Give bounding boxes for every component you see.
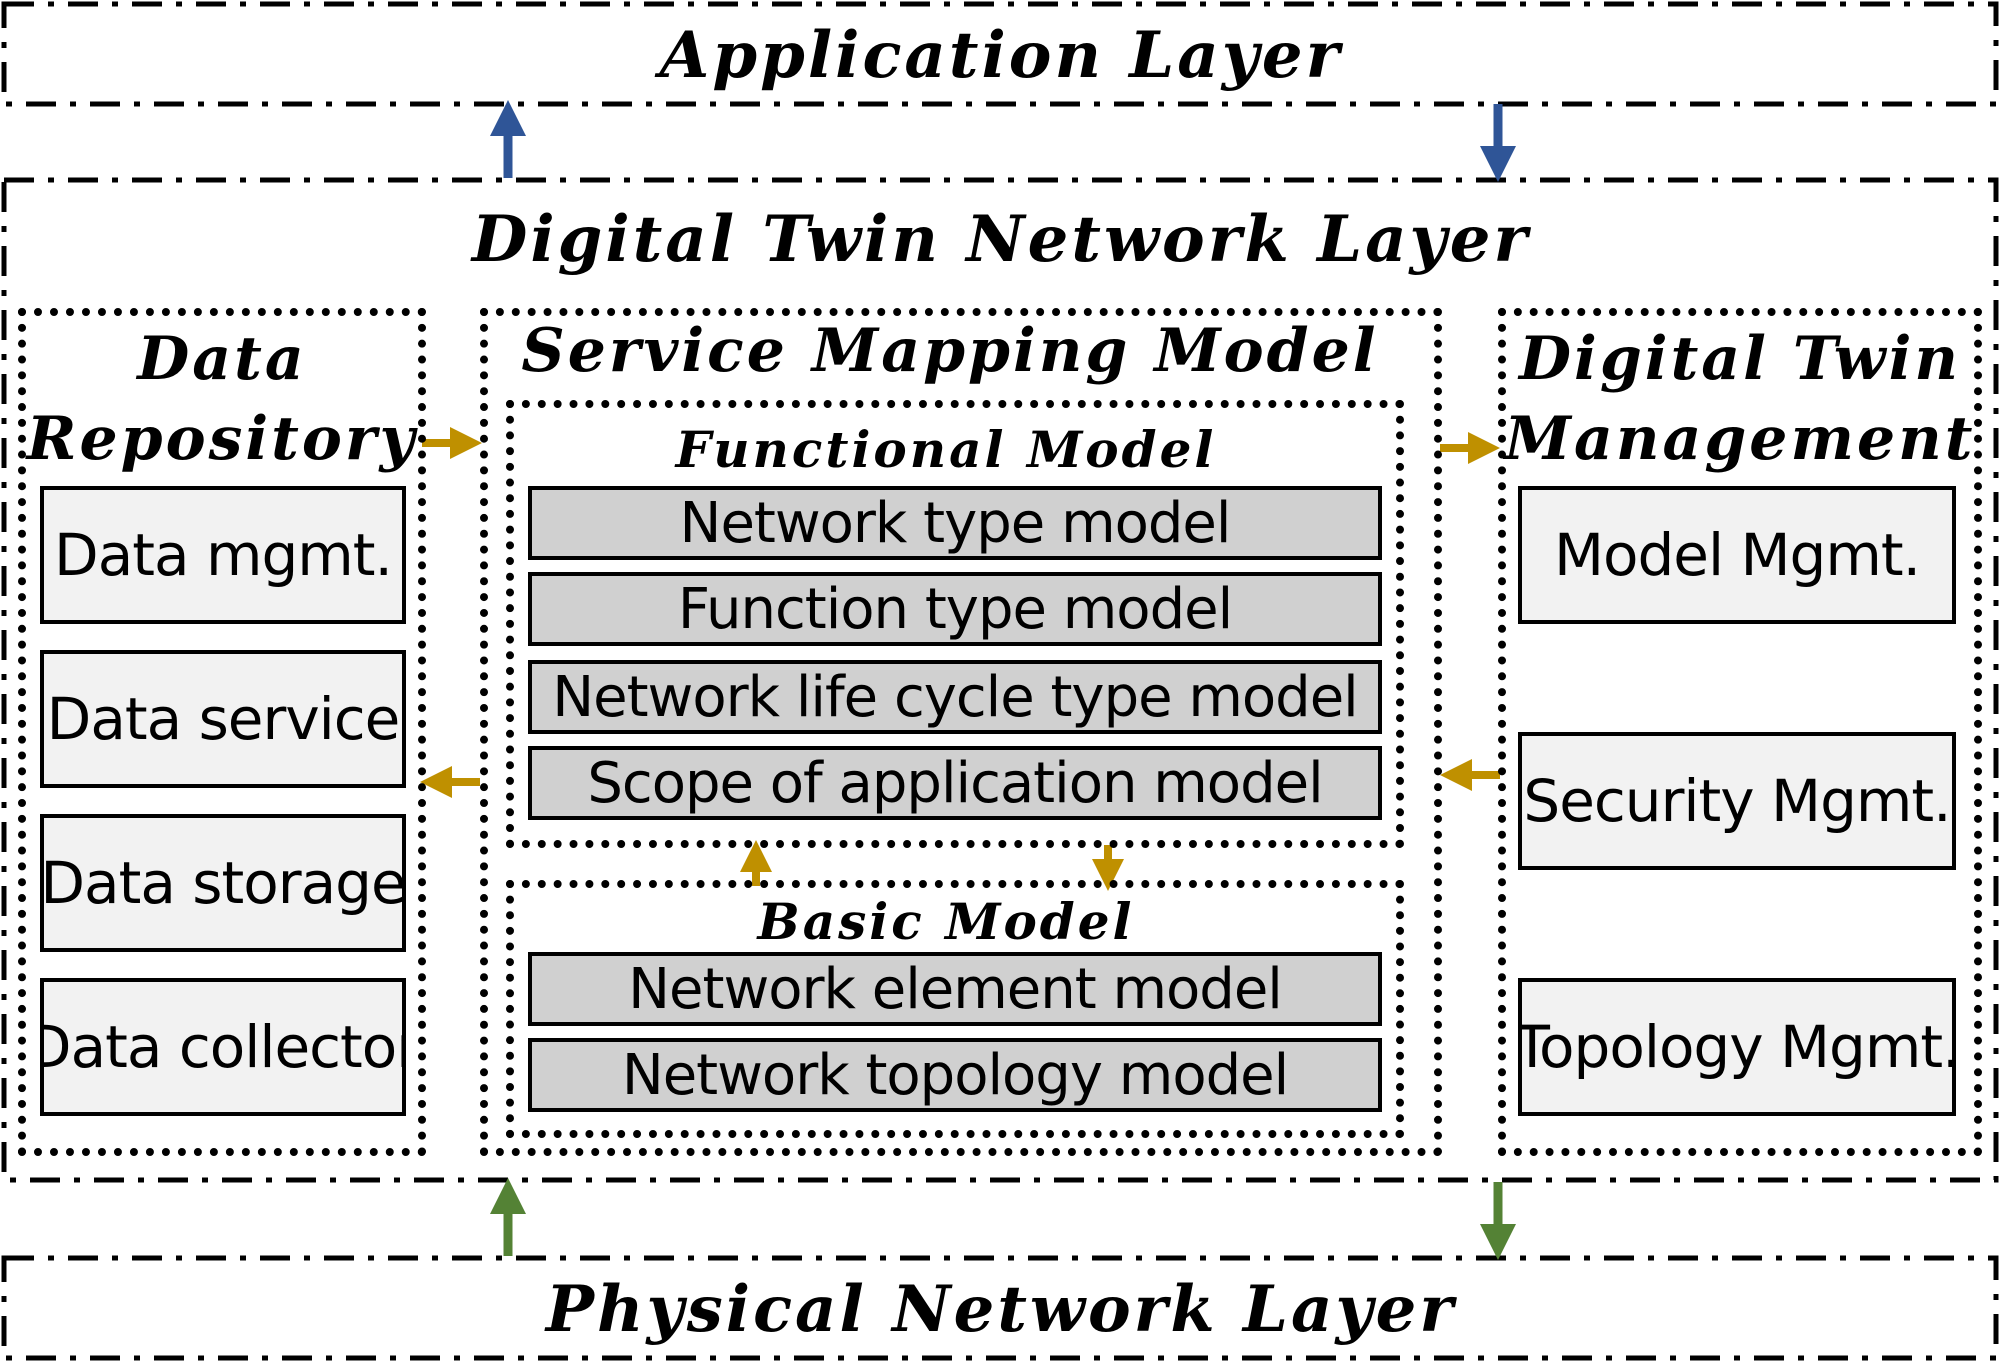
model-mgmt-box: Model Mgmt.: [1518, 486, 1956, 624]
application-layer-frame: [1, 1, 1999, 107]
network-type-model-box: Network type model: [528, 486, 1382, 560]
data-collector-box: Data collector: [40, 978, 406, 1116]
function-type-model-box: Function type model: [528, 572, 1382, 646]
scope-of-application-model-box: Scope of application model: [528, 746, 1382, 820]
data-storage-box: Data storage: [40, 814, 406, 952]
security-mgmt-box: Security Mgmt.: [1518, 732, 1956, 870]
digital-twin-network-layer-title: Digital Twin Network Layer: [471, 202, 1531, 277]
functional-model-title: Functional Model: [675, 420, 1217, 479]
data-service-box: Data service: [40, 650, 406, 788]
physical-network-layer-title: Physical Network Layer: [545, 1272, 1457, 1347]
physical-network-layer-frame: [1, 1255, 1999, 1361]
network-life-cycle-type-model-box: Network life cycle type model: [528, 660, 1382, 734]
data-repository-title-line2: Repository: [26, 404, 418, 474]
digital-twin-management-title-line2: Management: [1504, 404, 1976, 474]
network-topology-model-box: Network topology model: [528, 1038, 1382, 1112]
service-mapping-model-title: Service Mapping Model: [521, 316, 1379, 386]
network-element-model-box: Network element model: [528, 952, 1382, 1026]
basic-model-title: Basic Model: [757, 892, 1135, 951]
application-layer-title: Application Layer: [659, 18, 1343, 93]
basic-model-panel: [506, 880, 1404, 1138]
digital-twin-management-panel: [1498, 308, 1982, 1156]
functional-model-panel: [506, 400, 1404, 848]
data-mgmt-box: Data mgmt.: [40, 486, 406, 624]
digital-twin-network-layer-frame: [1, 177, 1999, 1183]
data-repository-panel: [18, 308, 426, 1156]
topology-mgmt-box: Topology Mgmt.: [1518, 978, 1956, 1116]
digital-twin-management-title-line1: Digital Twin: [1519, 324, 1961, 394]
data-repository-title-line1: Data: [137, 324, 307, 394]
service-mapping-model-panel: [480, 308, 1442, 1156]
